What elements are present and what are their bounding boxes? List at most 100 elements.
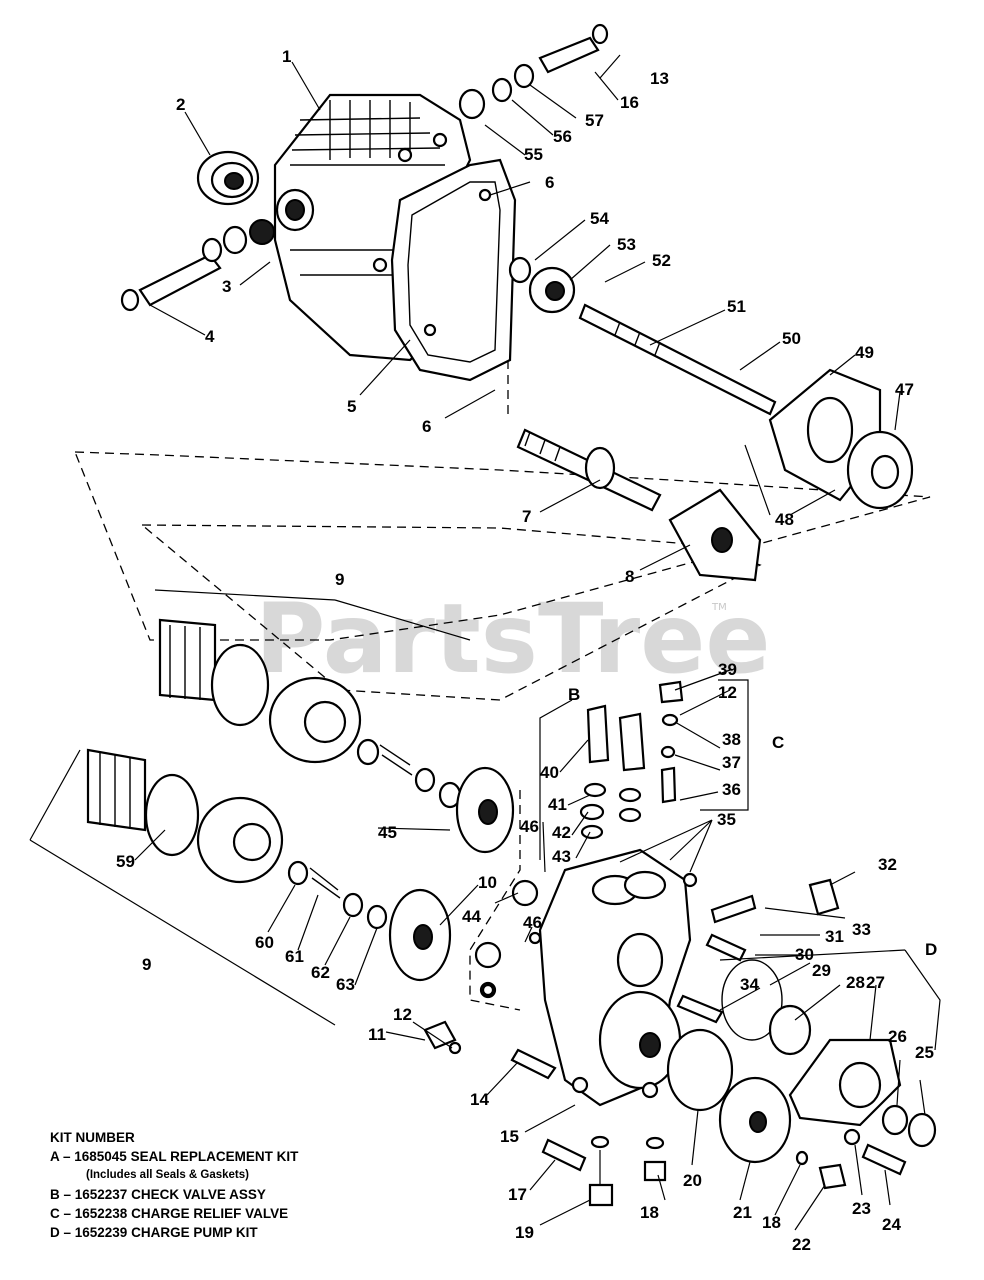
callout-3: 3 <box>222 277 231 296</box>
callout-2: 2 <box>176 95 185 114</box>
kit-number-legend: KIT NUMBER A – 1685045 SEAL REPLACEMENT … <box>50 1128 390 1242</box>
callout-11: 11 <box>368 1025 386 1044</box>
callout-39: 39 <box>718 660 737 679</box>
swash-plate <box>668 488 762 582</box>
callout-36: 36 <box>722 780 741 799</box>
callout-12b: 12 <box>718 683 737 702</box>
callout-32: 32 <box>878 855 897 874</box>
legend-item-d: D – 1652239 CHARGE PUMP KIT <box>50 1225 258 1240</box>
callout-47: 47 <box>895 380 914 399</box>
callout-17: 17 <box>508 1185 527 1204</box>
gasket <box>390 158 517 382</box>
callout-29: 29 <box>812 961 831 980</box>
callout-18b: 18 <box>762 1213 781 1232</box>
legend-heading: KIT NUMBER <box>50 1130 135 1145</box>
callout-42: 42 <box>552 823 571 842</box>
callout-51: 51 <box>727 297 746 316</box>
dashed-outline-cylinder-group <box>141 524 762 701</box>
callout-10: 10 <box>478 873 497 892</box>
valve-plate-upper <box>455 766 515 854</box>
cylinder-block-lower <box>86 748 388 930</box>
callout-6b: 6 <box>422 417 431 436</box>
shaft-small <box>120 219 275 312</box>
callout-45: 45 <box>378 823 397 842</box>
input-shaft <box>516 428 662 512</box>
charge-relief-valve <box>658 680 684 804</box>
callout-1: 1 <box>282 47 291 66</box>
seal-stack-top <box>458 23 609 120</box>
legend-item-a-note: (Includes all Seals & Gaskets) <box>86 1169 249 1181</box>
callout-5: 5 <box>347 397 356 416</box>
callout-8: 8 <box>625 567 634 586</box>
callout-62: 62 <box>311 963 330 982</box>
callout-4: 4 <box>205 327 215 346</box>
callout-15: 15 <box>500 1127 519 1146</box>
center-section <box>538 848 692 1107</box>
bolts-and-plugs <box>423 872 907 1207</box>
callout-61: 61 <box>285 947 304 966</box>
shaft-seals <box>881 1104 937 1148</box>
check-valve-assy <box>579 704 646 840</box>
callout-30: 30 <box>795 945 814 964</box>
callout-53: 53 <box>617 235 636 254</box>
callout-54: 54 <box>590 209 609 228</box>
callout-13: 13 <box>650 69 669 88</box>
callout-14: 14 <box>470 1090 489 1109</box>
callout-9a: 9 <box>335 570 344 589</box>
callout-18a: 18 <box>640 1203 659 1222</box>
watermark-tm: TM <box>711 602 727 613</box>
callout-44: 44 <box>462 907 481 926</box>
callout-38: 38 <box>722 730 741 749</box>
callout-33: 33 <box>852 920 871 939</box>
callout-57: 57 <box>585 111 604 130</box>
callout-22: 22 <box>792 1235 811 1254</box>
end-cover <box>768 368 914 510</box>
callout-23: 23 <box>852 1199 871 1218</box>
callout-19: 19 <box>515 1223 534 1242</box>
callout-55: 55 <box>524 145 543 164</box>
callout-46a: 46 <box>520 817 539 836</box>
callout-40: 40 <box>540 763 559 782</box>
callout-21: 21 <box>733 1203 752 1222</box>
dashed-axis-valve <box>469 790 521 1011</box>
valve-plate-lower <box>388 888 452 982</box>
callout-52: 52 <box>652 251 671 270</box>
callout-labels: 1 2 3 4 5 6 6 7 8 9 9 10 11 12 12 13 14 … <box>116 47 937 1254</box>
callout-28: 28 <box>846 973 865 992</box>
callout-31: 31 <box>825 927 844 946</box>
callout-B: B <box>568 685 580 704</box>
cylinder-block-upper <box>158 618 462 809</box>
callout-D: D <box>925 940 937 959</box>
bearing-large <box>196 150 260 206</box>
callout-46b: 46 <box>523 913 542 932</box>
callout-7: 7 <box>522 507 531 526</box>
callout-60: 60 <box>255 933 274 952</box>
callout-43: 43 <box>552 847 571 866</box>
callout-6a: 6 <box>545 173 554 192</box>
legend-item-b: B – 1652237 CHECK VALVE ASSY <box>50 1187 266 1202</box>
callout-12a: 12 <box>393 1005 412 1024</box>
callout-26: 26 <box>888 1027 907 1046</box>
callout-9b: 9 <box>142 955 151 974</box>
callout-41: 41 <box>548 795 567 814</box>
charge-pump <box>666 959 902 1164</box>
drive-shaft-long <box>578 303 777 416</box>
callout-63: 63 <box>336 975 355 994</box>
callout-C: C <box>772 733 784 752</box>
leader-lines <box>29 54 941 1231</box>
callout-16: 16 <box>620 93 639 112</box>
callout-27: 27 <box>866 973 885 992</box>
callout-59: 59 <box>116 852 135 871</box>
callout-25: 25 <box>915 1043 934 1062</box>
callout-37: 37 <box>722 753 741 772</box>
callout-20: 20 <box>683 1171 702 1190</box>
legend-item-c: C – 1652238 CHARGE RELIEF VALVE <box>50 1206 289 1221</box>
callout-56: 56 <box>553 127 572 146</box>
legend-item-a: A – 1685045 SEAL REPLACEMENT KIT <box>50 1149 299 1164</box>
bearing-shaft <box>508 256 576 314</box>
callout-48: 48 <box>775 510 794 529</box>
callout-24: 24 <box>882 1215 901 1234</box>
callout-34: 34 <box>740 975 759 994</box>
